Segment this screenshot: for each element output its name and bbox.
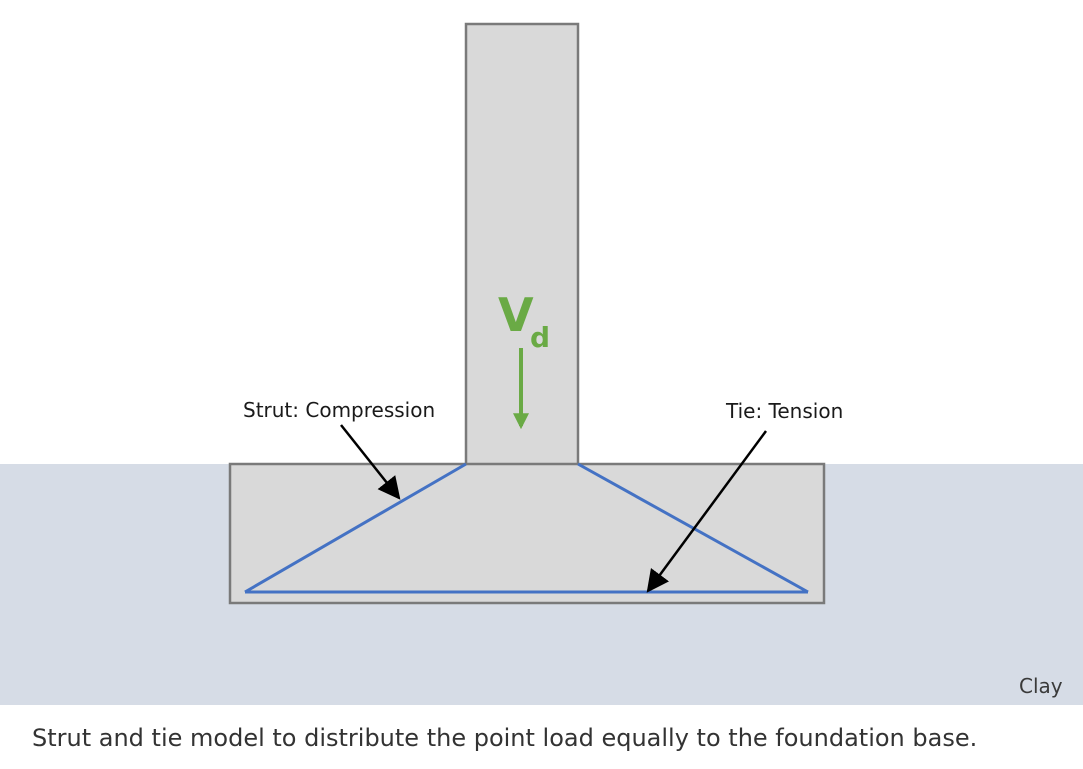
tie-label: Tie: Tension — [725, 399, 843, 423]
load-symbol: V — [498, 288, 534, 342]
strut-label: Strut: Compression — [243, 398, 435, 422]
load-subscript: d — [530, 321, 550, 354]
soil-label: Clay — [1019, 674, 1063, 698]
strut-callout-arrow — [340, 424, 401, 500]
strut-and-tie-diagram: V d Strut: Compression Tie: Tension Clay — [0, 22, 1083, 705]
figure-caption: Strut and tie model to distribute the po… — [32, 724, 978, 752]
strut-left — [244, 462, 467, 594]
foundation-footing — [228, 462, 826, 605]
tie-callout-arrow — [646, 430, 768, 593]
